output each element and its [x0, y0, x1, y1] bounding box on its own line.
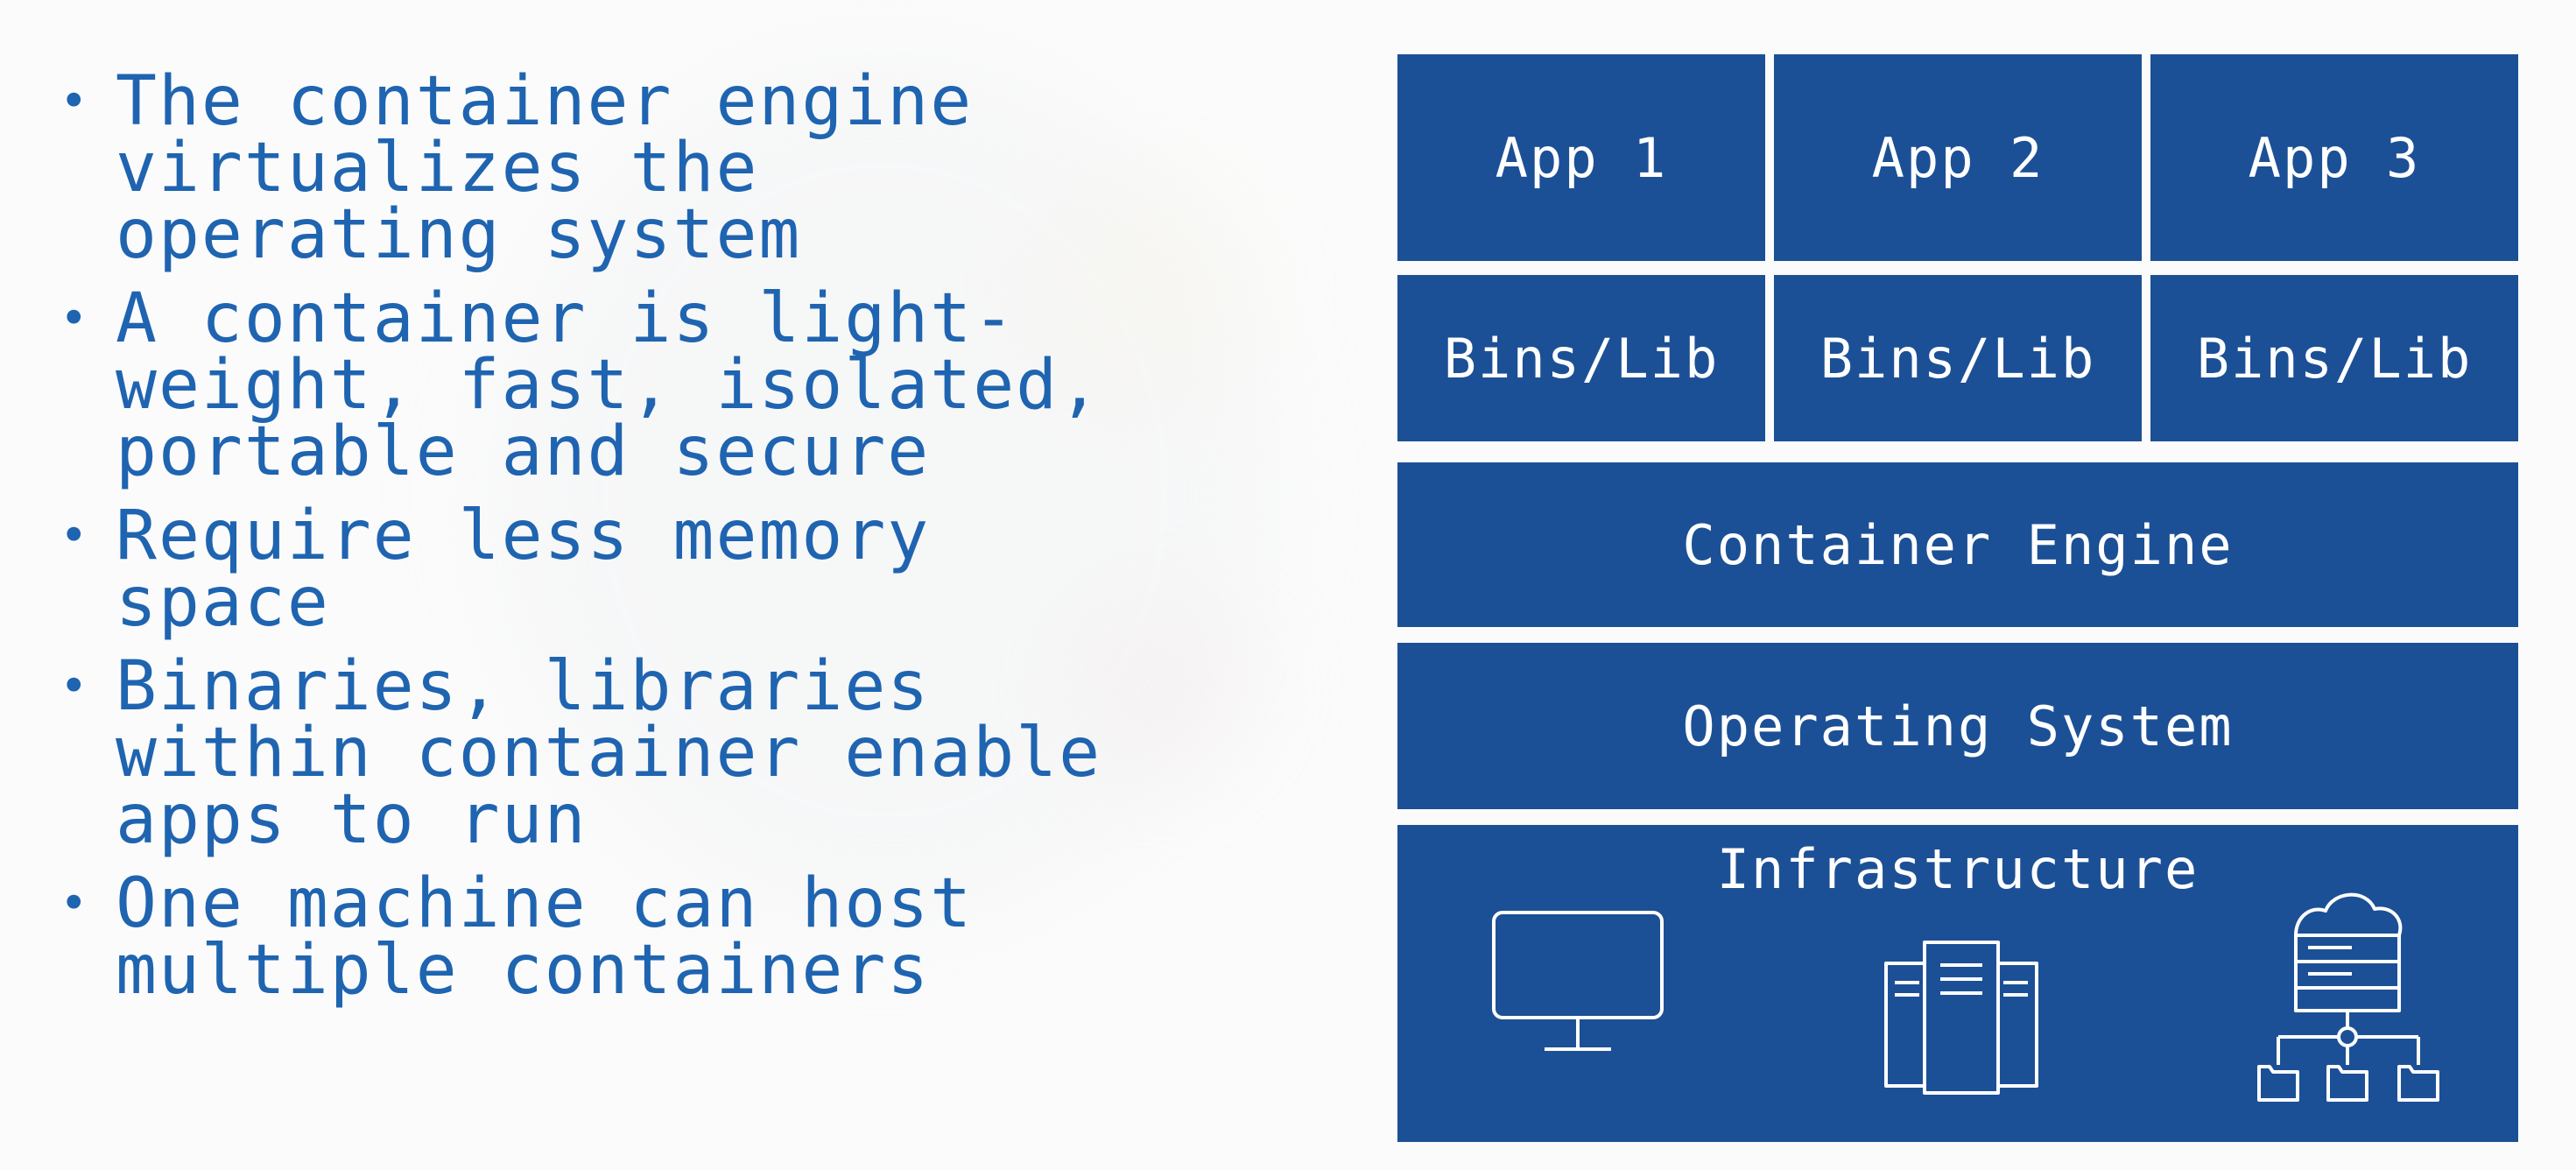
bins-lib-box-2: Bins/Lib — [1774, 275, 2142, 441]
bullet-item: • One machine can host multiple containe… — [53, 870, 1296, 1004]
bullet-text: A container is light- weight, fast, isol… — [116, 279, 1102, 491]
cloud-network-icon — [2257, 892, 2439, 1102]
app-1-box: App 1 — [1397, 54, 1765, 261]
bullet-item: • A container is light- weight, fast, is… — [53, 285, 1296, 486]
infrastructure-box: Infrastructure — [1397, 825, 2518, 1142]
bullet-list: • The container engine virtualizes the o… — [53, 67, 1296, 1021]
bullet-item: • Binaries, libraries within container e… — [53, 652, 1296, 854]
bullet-text: Require less memory space — [116, 497, 931, 642]
bins-lib-box-1: Bins/Lib — [1397, 275, 1765, 441]
container-engine-box: Container Engine — [1397, 462, 2518, 627]
monitor-icon — [1492, 911, 1664, 1051]
background-decoration — [1086, 613, 1243, 771]
server-icon — [1884, 941, 2038, 1095]
bullet-item: • The container engine virtualizes the o… — [53, 67, 1296, 269]
bullet-marker: • — [60, 659, 90, 714]
bullet-marker: • — [60, 291, 90, 346]
bullet-marker: • — [60, 876, 90, 931]
bullet-text: The container engine virtualizes the ope… — [116, 62, 974, 274]
bullet-item: • Require less memory space — [53, 502, 1296, 637]
background-decoration — [490, 53, 1278, 928]
container-architecture-diagram: App 1 App 2 App 3 Bins/Lib Bins/Lib Bins… — [1397, 54, 2518, 1142]
operating-system-box: Operating System — [1397, 643, 2518, 809]
bullet-marker: • — [60, 74, 90, 129]
infrastructure-label: Infrastructure — [1716, 837, 2199, 901]
bullet-marker: • — [60, 508, 90, 563]
app-3-box: App 3 — [2150, 54, 2518, 261]
app-2-box: App 2 — [1774, 54, 2142, 261]
bullet-text: One machine can host multiple containers — [116, 864, 974, 1010]
background-decoration — [1033, 175, 1261, 403]
bullet-text: Binaries, libraries within container ena… — [116, 647, 1102, 859]
bins-lib-box-3: Bins/Lib — [2150, 275, 2518, 441]
